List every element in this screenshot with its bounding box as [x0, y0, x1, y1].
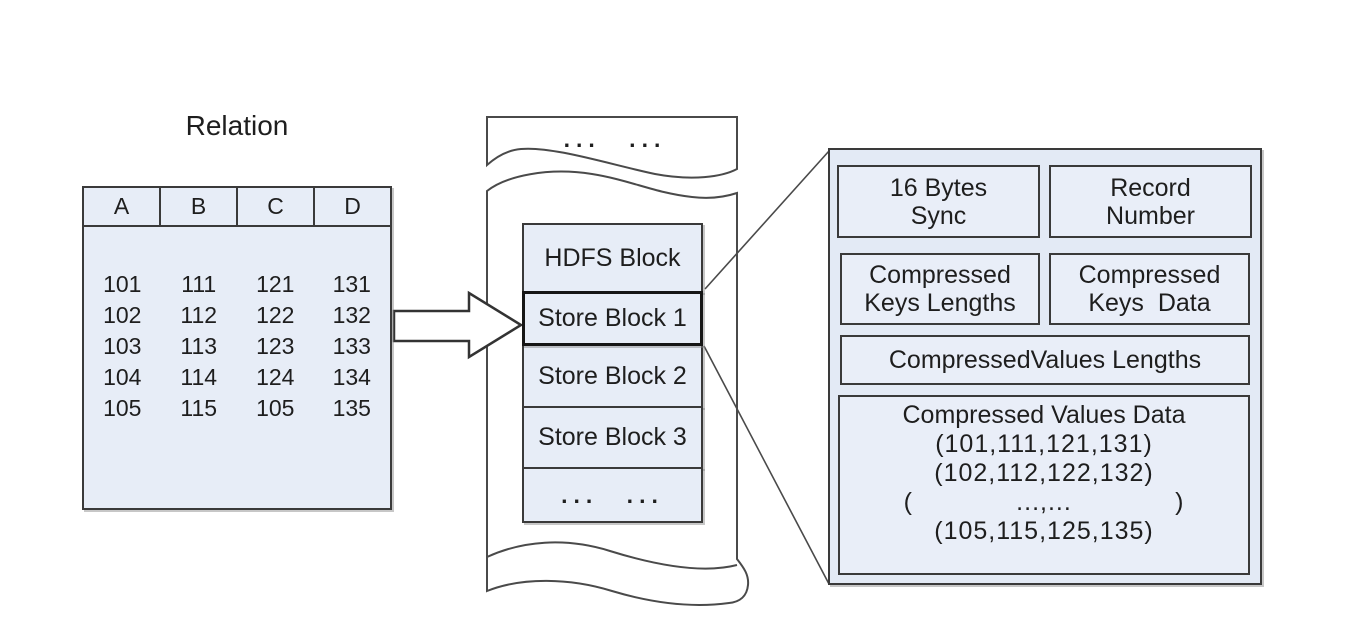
table-cell: 132 [332, 302, 371, 328]
table-cell: 131 [332, 271, 371, 297]
relation-table-header: A B C D [84, 188, 390, 227]
table-cell: 121 [256, 271, 295, 297]
value-tuple: (105,115,125,135) [934, 517, 1154, 545]
store-block-2: Store Block 2 [522, 344, 703, 408]
scroll-top-piece [486, 116, 738, 179]
table-cell: 103 [103, 333, 142, 359]
table-cell: 111 [181, 271, 217, 297]
value-tuple: (102,112,122,132) [934, 459, 1154, 487]
compressed-values-data-box: Compressed Values Data (101,111,121,131)… [838, 395, 1250, 575]
sync-box: 16 Bytes Sync [837, 165, 1040, 238]
relation-column-header: A [84, 188, 161, 225]
table-cell: 114 [180, 364, 218, 390]
table-cell: 124 [256, 364, 295, 390]
table-cell: 105 [256, 395, 295, 421]
relation-table: A B C D 101 111 121 131 102 112 122 132 … [82, 186, 392, 510]
hdfs-block: HDFS Block [522, 223, 703, 293]
table-cell: 113 [180, 333, 218, 359]
table-cell: 101 [103, 271, 142, 297]
compressed-keys-data-box: Compressed Keys Data [1049, 253, 1250, 325]
arrow-right [392, 290, 524, 360]
relation-table-body: 101 111 121 131 102 112 122 132 103 113 … [84, 269, 390, 424]
connector-line-bottom [703, 345, 830, 585]
values-data-title: Compressed Values Data [902, 401, 1186, 429]
store-block-3: Store Block 3 [522, 406, 703, 469]
table-cell: 104 [103, 364, 142, 390]
store-block-detail-panel: 16 Bytes Sync Record Number Compressed K… [828, 148, 1262, 585]
table-cell: 134 [332, 364, 371, 390]
scroll-fold-line [486, 541, 738, 570]
table-cell: 112 [180, 302, 218, 328]
relation-column-header: D [344, 193, 361, 219]
table-cell: 105 [103, 395, 142, 421]
store-block-more-dots: ... ... [522, 467, 703, 523]
compressed-keys-lengths-box: Compressed Keys Lengths [840, 253, 1040, 325]
table-cell: 133 [332, 333, 371, 359]
compressed-values-lengths-box: CompressedValues Lengths [840, 335, 1250, 385]
relation-title: Relation [185, 110, 289, 141]
store-block-1: Store Block 1 [522, 291, 703, 346]
table-cell: 122 [256, 302, 295, 328]
table-cell: 115 [180, 395, 218, 421]
value-tuple-ellipsis: ( ...,... ) [903, 488, 1185, 516]
table-cell: 135 [332, 395, 371, 421]
table-cell: 123 [256, 333, 295, 359]
table-cell: 102 [103, 302, 142, 328]
value-tuple: (101,111,121,131) [935, 430, 1153, 458]
scroll-top-dots: ... ... [563, 125, 667, 152]
relation-column-header: C [238, 188, 315, 225]
connector-line-top [704, 150, 830, 290]
record-number-box: Record Number [1049, 165, 1252, 238]
relation-column-header: B [161, 188, 238, 225]
